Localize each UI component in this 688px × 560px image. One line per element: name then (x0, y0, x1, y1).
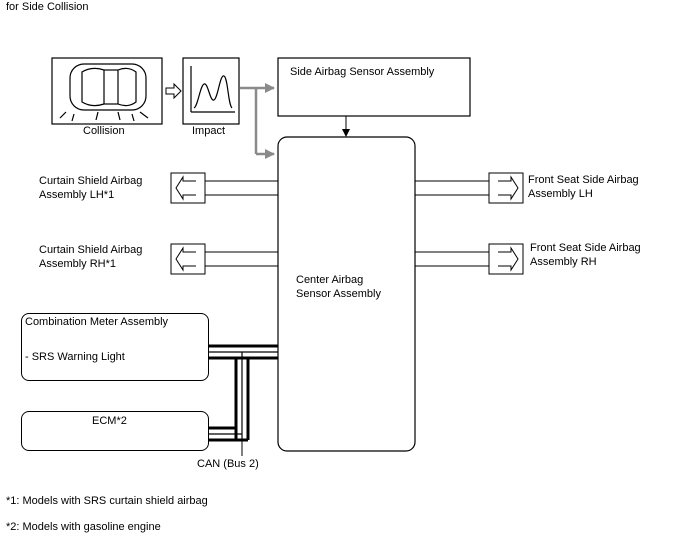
impact-box (182, 57, 240, 125)
curtain-lh-label-line1: Curtain Shield Airbag (39, 175, 143, 187)
curtain-rh-connection (170, 243, 278, 275)
front-rh-label-line2: Assembly RH (530, 256, 597, 268)
combination-meter-box: Combination Meter Assembly - SRS Warning… (21, 313, 209, 381)
center-sensor-label-line1: Center Airbag (296, 274, 364, 286)
front-rh-label-line1: Front Seat Side Airbag (530, 242, 641, 254)
ecm-box: ECM*2 (21, 411, 209, 451)
can-bus-label: CAN (Bus 2) (197, 458, 259, 470)
side-sensor-label: Side Airbag Sensor Assembly (290, 66, 435, 78)
impact-label: Impact (192, 125, 226, 137)
impact-signal-arrows (240, 83, 275, 159)
impact-graph-icon (190, 66, 235, 113)
front-lh-label-line1: Front Seat Side Airbag (528, 174, 639, 186)
can-bus-lines (208, 344, 278, 456)
center-sensor-box (277, 136, 416, 452)
side-sensor-box (277, 57, 471, 117)
srs-warning-light-label: - SRS Warning Light (25, 351, 125, 363)
front-lh-connection (415, 172, 524, 204)
car-collision-icon (59, 63, 149, 122)
front-rh-connection (415, 243, 524, 275)
footnote-2: *2: Models with gasoline engine (6, 521, 161, 533)
combination-meter-label: Combination Meter Assembly (25, 316, 169, 328)
center-sensor-label-line2: Sensor Assembly (296, 288, 381, 300)
hollow-arrow-icon (165, 82, 182, 100)
curtain-lh-label-line2: Assembly LH*1 (39, 189, 115, 201)
footnote-1: *1: Models with SRS curtain shield airba… (6, 495, 208, 507)
collision-label: Collision (83, 125, 125, 137)
curtain-lh-connection (170, 172, 278, 204)
curtain-rh-label-line1: Curtain Shield Airbag (39, 244, 143, 256)
diagram-title: for Side Collision (6, 1, 89, 13)
ecm-label: ECM*2 (92, 415, 127, 427)
curtain-rh-label-line2: Assembly RH*1 (39, 258, 117, 270)
collision-box (51, 57, 163, 125)
front-lh-label-line2: Assembly LH (528, 188, 593, 200)
